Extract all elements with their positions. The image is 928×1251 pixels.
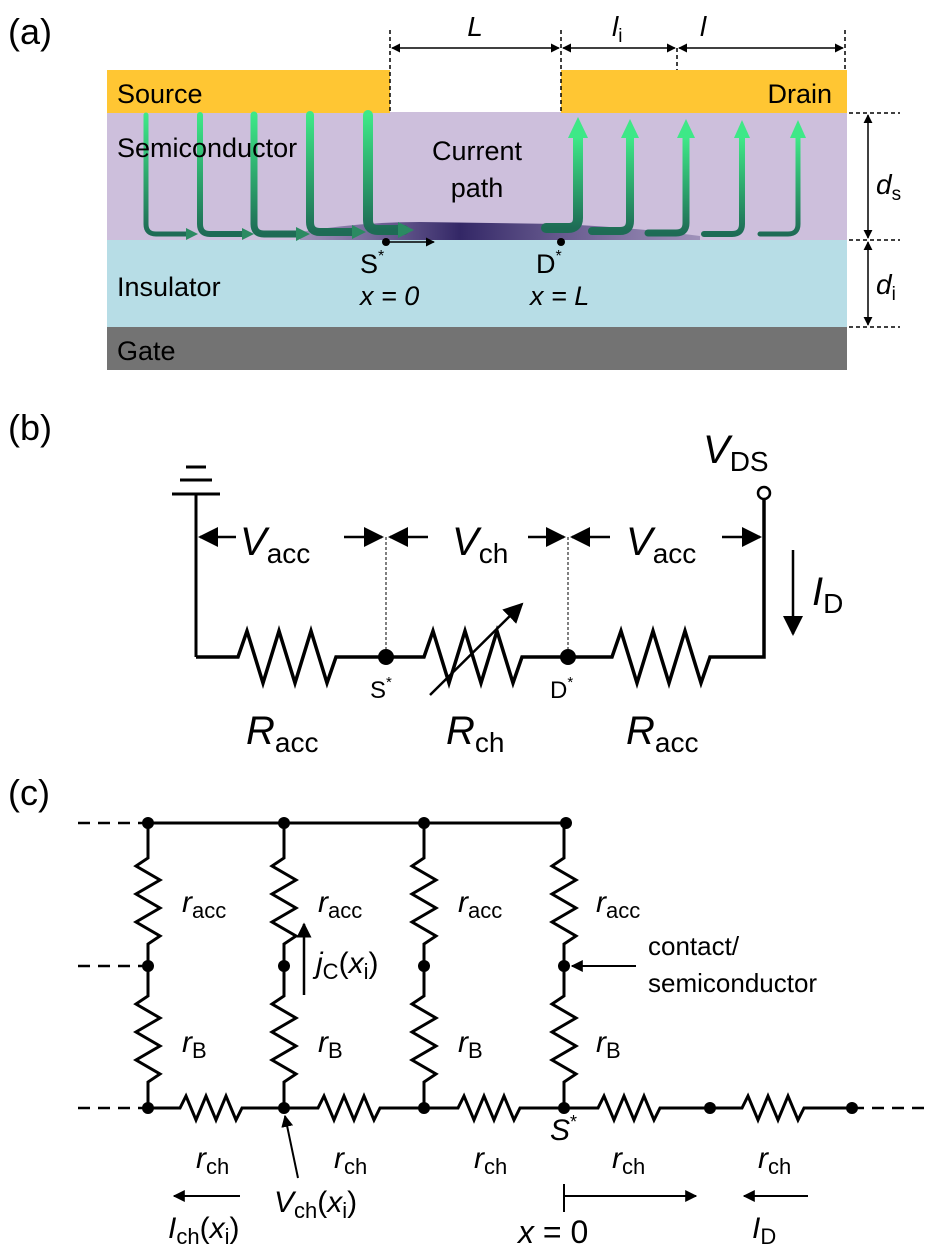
rch-label-5: rch	[758, 1142, 791, 1179]
vch-label: Vch(xi)	[274, 1186, 357, 1223]
ground-icon	[172, 465, 220, 657]
racc-left-label: Racc	[246, 709, 318, 758]
id-ladder-label: ID	[752, 1212, 776, 1249]
semiconductor-layer	[107, 112, 847, 240]
racc-label-4: racc	[596, 886, 640, 923]
vds-label: VDS	[703, 428, 769, 477]
rb-label-1: rB	[182, 1026, 207, 1063]
source-label: Source	[117, 79, 203, 109]
s-star-ladder-label: S*	[550, 1112, 577, 1147]
rch-label: Rch	[446, 709, 504, 758]
racc-label-2: racc	[318, 886, 362, 923]
panel-a-label: (a)	[8, 11, 52, 52]
rb-label-3: rB	[458, 1026, 483, 1063]
series-circuit	[196, 498, 766, 689]
node-d-star	[560, 649, 576, 665]
li-label: li	[612, 11, 622, 47]
l-label: l	[700, 11, 707, 42]
insulator-layer	[107, 240, 847, 327]
ladder-rungs	[133, 823, 579, 1108]
racc-label-3: racc	[458, 886, 502, 923]
rch-label-4: rch	[612, 1142, 645, 1179]
racc-right-label: Racc	[626, 709, 698, 758]
vds-terminal	[756, 485, 772, 501]
top-dimensions	[389, 30, 846, 112]
s-star-label: S*	[360, 248, 384, 279]
rb-label-2: rB	[318, 1026, 343, 1063]
bottom-rail	[148, 1092, 852, 1124]
s-star-point	[382, 238, 390, 246]
vacc-left-label: Vacc	[240, 520, 310, 569]
contact-label-1: contact/	[648, 931, 740, 961]
gate-label: Gate	[117, 336, 176, 366]
panel-a: (a)	[8, 11, 901, 370]
x-eq-L-label: x = L	[528, 281, 589, 311]
rch-label-1: rch	[196, 1142, 229, 1179]
variable-resistor-arrow	[429, 602, 524, 696]
vacc-right-label: Vacc	[626, 520, 696, 569]
current-path-label-2: path	[451, 173, 504, 203]
d-star-label: D*	[536, 248, 562, 279]
ich-label: Ich(xi)	[168, 1212, 239, 1249]
semiconductor-label: Semiconductor	[117, 133, 297, 163]
drain-electrode	[561, 70, 847, 113]
x-eq-0-label: x = 0	[358, 281, 419, 311]
L-label: L	[467, 11, 483, 42]
contact-label-2: semiconductor	[648, 968, 817, 998]
racc-label-1: racc	[182, 886, 226, 923]
gate-layer	[107, 327, 847, 370]
vch-label: Vch	[452, 520, 508, 569]
panel-c: (c)	[8, 772, 925, 1250]
id-label: ID	[812, 570, 843, 619]
ladder-nodes	[142, 817, 858, 1114]
panel-b-label: (b)	[8, 407, 52, 448]
source-current-arrows	[143, 110, 414, 241]
rch-label-2: rch	[334, 1142, 367, 1179]
insulator-label: Insulator	[117, 272, 221, 302]
rch-label-3: rch	[474, 1142, 507, 1179]
panel-b: (b)	[8, 407, 843, 758]
jc-label: jC(xi)	[312, 947, 378, 984]
d-star-node-label: D*	[550, 674, 573, 704]
node-s-star	[378, 649, 394, 665]
voltage-arrows	[198, 527, 803, 636]
source-electrode	[107, 70, 390, 113]
drain-current-arrows	[541, 117, 806, 237]
current-path-label-1: Current	[432, 136, 523, 166]
s-star-node-label: S*	[370, 674, 392, 704]
di-label: di	[876, 269, 896, 305]
drain-label: Drain	[767, 79, 832, 109]
vch-pointer-arrow	[281, 1114, 299, 1179]
right-dimensions	[849, 112, 900, 328]
x0-label: x = 0	[516, 1214, 588, 1250]
ds-label: ds	[876, 169, 901, 205]
d-star-point	[557, 238, 565, 246]
rb-label-4: rB	[596, 1026, 621, 1063]
dashed-stubs	[78, 821, 925, 1110]
panel-c-label: (c)	[8, 772, 50, 813]
